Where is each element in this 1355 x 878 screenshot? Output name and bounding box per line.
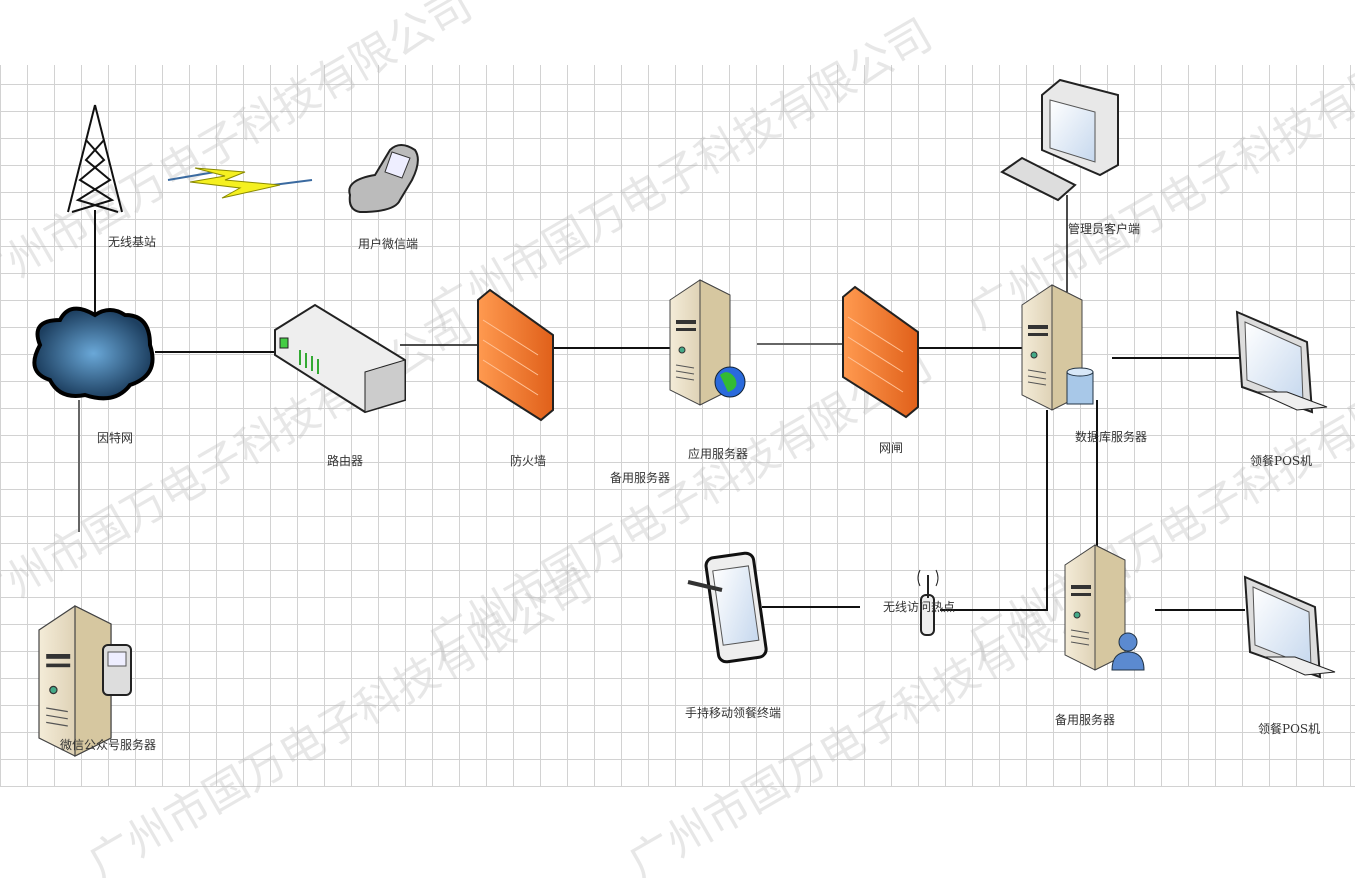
label-internet: 因特网 [97, 430, 133, 445]
admin-monitor-icon [1041, 78, 1119, 177]
pos-terminal-1-icon [1236, 311, 1328, 413]
database-icon [1066, 367, 1094, 405]
firewall-icon [477, 289, 554, 421]
svg-text:广州市国万电子科技有限公司: 广州市国万电子科技有限公司 [80, 559, 601, 878]
globe-icon [714, 366, 746, 398]
wechat-server-icon [38, 605, 112, 757]
pos-terminal-2-icon [1244, 576, 1336, 678]
user-icon [1111, 632, 1145, 671]
mobile-phone-icon [348, 144, 419, 214]
label-phone: 用户微信端 [358, 236, 418, 251]
label-app-server: 应用服务器 [688, 446, 748, 461]
tablet-icon [687, 551, 768, 664]
node-labels: 无线基站 用户微信端 因特网 路由器 防火墙 应用服务器 备用服务器 网闸 管理… [60, 221, 1320, 752]
label-tablet: 手持移动领餐终端 [685, 705, 781, 720]
wireless-tower-icon [67, 104, 123, 213]
keyboard-icon [1000, 156, 1077, 202]
label-pos1: 领餐POS机 [1250, 453, 1312, 468]
label-pos2: 领餐POS机 [1258, 721, 1320, 736]
label-wechat-server: 微信公众号服务器 [60, 737, 156, 752]
cell-phone-icon [102, 644, 132, 696]
label-gateway: 网闸 [879, 441, 903, 455]
label-app-backup: 备用服务器 [610, 470, 670, 485]
router-icon [274, 303, 406, 414]
backup-server-icon [1064, 544, 1126, 671]
label-backup-server: 备用服务器 [1055, 712, 1115, 727]
label-db-server: 数据库服务器 [1075, 429, 1147, 444]
svg-text:广州市国万电子科技有限公司: 广州市国万电子科技有限公司 [420, 9, 941, 339]
label-router: 路由器 [327, 453, 363, 468]
wireless-access-point-icon [917, 569, 939, 636]
lightning-link-icon [167, 167, 313, 199]
label-tower: 无线基站 [108, 235, 156, 249]
label-ap: 无线访问热点 [883, 600, 955, 614]
connection-lines [78, 195, 1245, 611]
internet-cloud-icon [32, 306, 155, 401]
label-admin: 管理员客户端 [1068, 221, 1140, 236]
label-firewall: 防火墙 [510, 453, 546, 468]
